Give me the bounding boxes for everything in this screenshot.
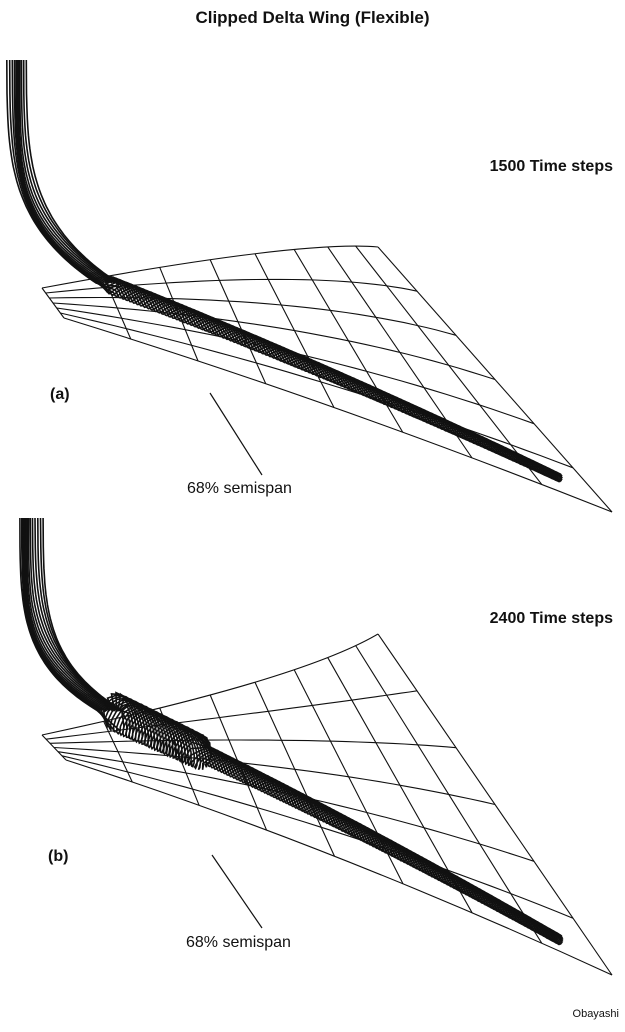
vortex-streamline	[26, 518, 559, 937]
vortex-streamline	[19, 60, 560, 475]
panel-label-a: (a)	[50, 386, 70, 403]
vortex-streamline	[24, 517, 558, 942]
vortex-streamline	[21, 518, 561, 946]
wing-span-line	[53, 746, 496, 806]
wing-span-line	[61, 755, 574, 919]
vortex-streamline	[25, 59, 563, 477]
vortex-streamlines-b	[19, 517, 564, 946]
vortex-streamline	[42, 517, 563, 944]
vortex-streamline	[22, 517, 560, 946]
wing-span-line	[56, 307, 535, 425]
wing-span-line	[49, 739, 457, 749]
vortex-streamline	[24, 517, 558, 940]
vortex-streamline	[17, 59, 558, 479]
time-steps-label-b: 2400 Time steps	[489, 610, 613, 627]
vortex-streamline	[18, 59, 559, 476]
author-credit: Obayashi	[572, 1008, 619, 1020]
vortex-streamline	[25, 517, 558, 938]
vortex-streamline	[23, 517, 559, 945]
semispan-annotation-a: 68% semispan	[187, 480, 292, 497]
wing-span-line	[60, 312, 574, 469]
vortex-streamline	[16, 59, 558, 481]
semispan-annotation-b: 68% semispan	[186, 934, 291, 951]
time-steps-label-a: 1500 Time steps	[489, 158, 613, 175]
vortex-streamlines-a	[6, 59, 563, 483]
semispan-pointer-b	[211, 854, 263, 929]
vortex-streamline	[22, 59, 562, 476]
panel-label-b: (b)	[48, 848, 69, 865]
figure-title: Clipped Delta Wing (Flexible)	[195, 8, 430, 27]
wing-span-line	[45, 690, 418, 740]
semispan-pointer-a	[209, 392, 263, 476]
wing-panel-b	[19, 517, 613, 976]
vortex-streamline	[17, 59, 558, 478]
vortex-streamline	[20, 59, 561, 475]
wing-panel-a	[6, 59, 613, 513]
vortex-streamline	[19, 517, 562, 945]
vortex-streamline	[24, 517, 558, 943]
wing-trailing-edge	[65, 759, 613, 976]
wing-span-line	[52, 302, 496, 381]
wing-trailing-edge	[63, 317, 613, 513]
wing-leading-edge	[41, 633, 379, 736]
